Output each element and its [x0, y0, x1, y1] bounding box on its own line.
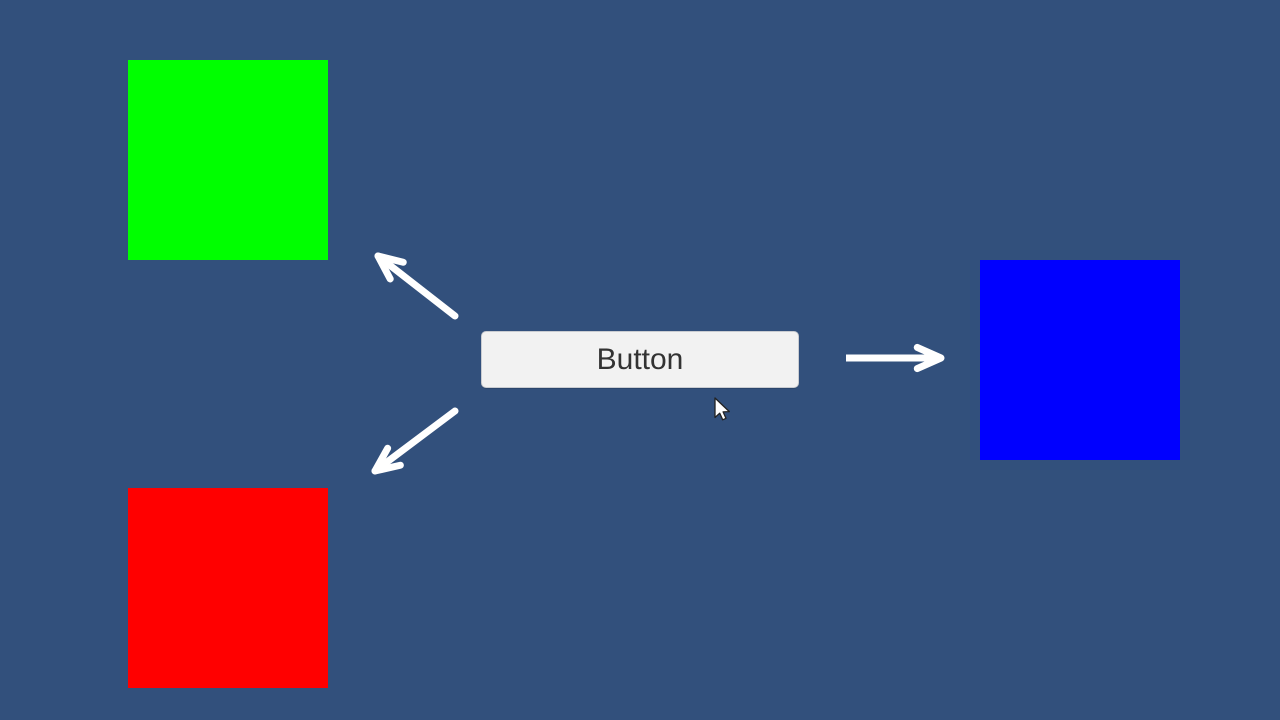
red-box[interactable]	[128, 488, 328, 688]
arrow-up-left-head	[374, 252, 407, 283]
arrow-right-head	[913, 343, 945, 373]
mouse-pointer-icon	[714, 397, 730, 421]
green-box[interactable]	[128, 60, 328, 260]
blue-box[interactable]	[980, 260, 1180, 460]
arrow-down-left-shaft	[371, 407, 459, 475]
arrow-down-left-icon	[371, 407, 459, 475]
arrow-up-left-icon	[374, 252, 459, 320]
arrow-right-icon	[846, 343, 945, 373]
arrow-up-left-shaft	[374, 252, 459, 320]
center-button[interactable]: Button	[481, 331, 799, 388]
arrow-down-left-head	[371, 444, 404, 475]
